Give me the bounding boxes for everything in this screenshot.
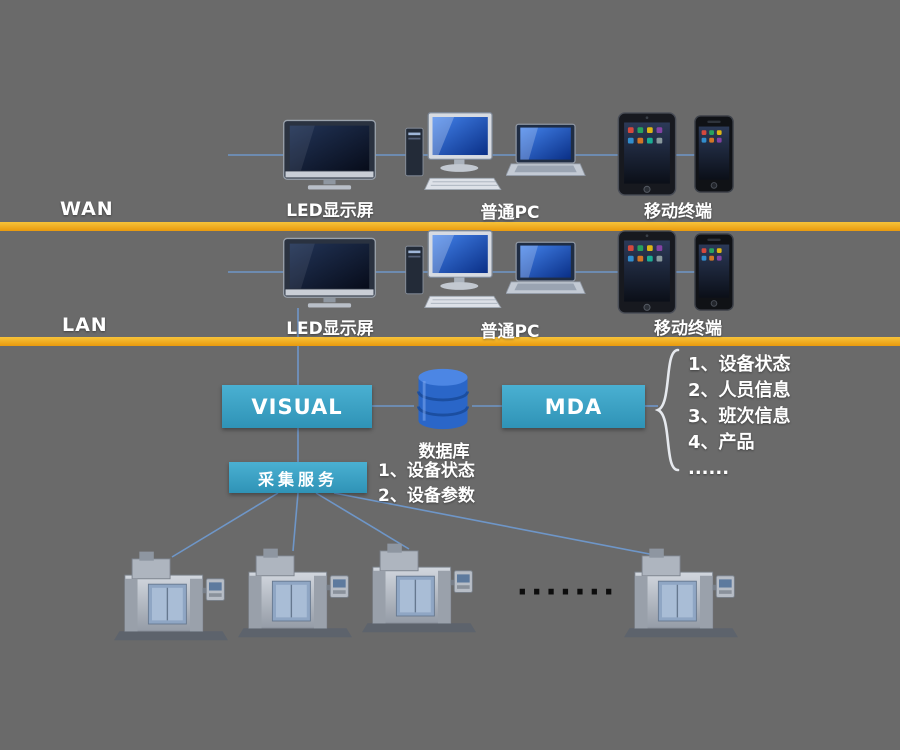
lan-led-label: LED显示屏: [286, 319, 374, 339]
lan-bus-bar: [0, 337, 900, 346]
collect-service-box: 采集服务: [229, 462, 367, 493]
curly-brace: [654, 348, 680, 472]
wan-led-display-icon: [282, 118, 377, 192]
cnc-machine-icon: [622, 545, 740, 640]
mda-output-list: 1、设备状态 2、人员信息 3、班次信息 4、产品 ......: [688, 352, 791, 482]
wan-desktop-pc-icon: [404, 110, 512, 194]
database-content-list: 1、设备状态 2、设备参数: [378, 459, 475, 509]
db-list-item: 2、设备参数: [378, 486, 475, 506]
wan-mobile-label: 移动终端: [644, 202, 712, 222]
lan-tablet-icon: [616, 230, 678, 314]
mda-system-box: MDA: [502, 385, 645, 428]
lan-mobile-label: 移动终端: [654, 319, 722, 339]
ellipsis-dots: ·······: [516, 575, 618, 610]
mda-list-item: ......: [688, 458, 730, 479]
wan-label: WAN: [60, 198, 114, 220]
mda-list-item: 2、人员信息: [688, 380, 791, 401]
mda-list-item: 3、班次信息: [688, 406, 791, 427]
cnc-machine-icon: [360, 540, 478, 635]
lan-label: LAN: [62, 314, 108, 336]
wan-laptop-icon: [506, 122, 586, 182]
mda-list-item: 1、设备状态: [688, 354, 791, 375]
wan-tablet-icon: [616, 112, 678, 196]
visual-system-box: VISUAL: [222, 385, 372, 428]
wan-bus-bar: [0, 222, 900, 231]
lan-desktop-pc-icon: [404, 228, 512, 312]
cnc-machine-icon: [236, 545, 354, 640]
lan-pc-label: 普通PC: [480, 322, 540, 342]
database-icon: [414, 366, 472, 432]
database-label: 数据库: [418, 442, 470, 462]
mda-list-item: 4、产品: [688, 432, 755, 453]
wan-phone-icon: [694, 114, 734, 194]
lan-led-display-icon: [282, 236, 377, 310]
lan-phone-icon: [694, 232, 734, 312]
lan-laptop-icon: [506, 240, 586, 300]
db-list-item: 1、设备状态: [378, 461, 475, 481]
wan-led-label: LED显示屏: [286, 201, 374, 221]
cnc-machine-icon: [112, 548, 230, 643]
wan-pc-label: 普通PC: [480, 203, 540, 223]
